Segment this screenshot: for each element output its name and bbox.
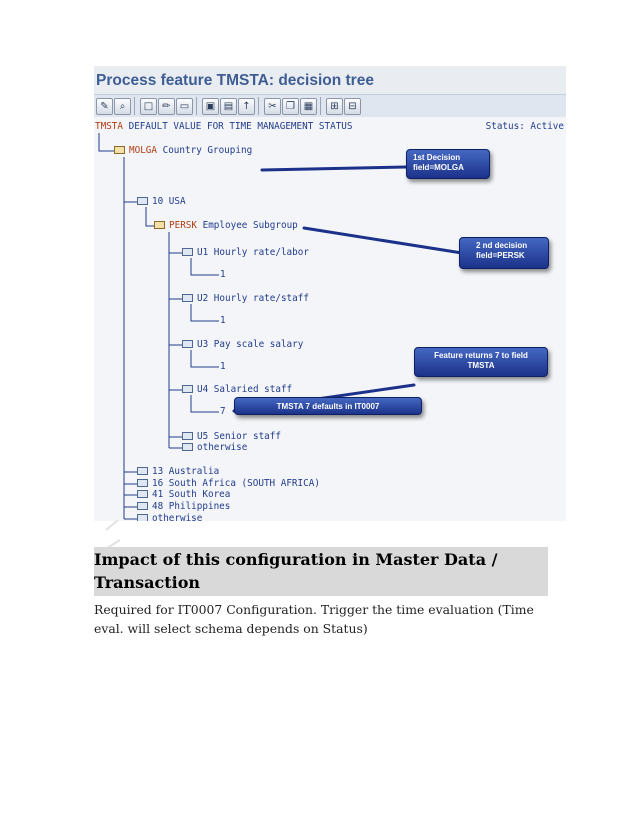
folder-icon (182, 431, 193, 440)
persk-node[interactable]: PERSK Employee Subgroup (154, 220, 298, 231)
folder-icon (137, 501, 148, 510)
u4-node[interactable]: U4 Salaried staff (182, 384, 292, 395)
folder-icon (137, 466, 148, 475)
u2-value: 1 (220, 315, 226, 326)
toolbar-separator (320, 97, 321, 115)
folder-icon (137, 489, 148, 498)
u2-label: U2 Hourly rate/staff (197, 293, 309, 304)
u1-node[interactable]: U1 Hourly rate/labor (182, 247, 309, 258)
persk-label: Employee Subgroup (202, 220, 298, 231)
section-heading: Impact of this configuration in Master D… (94, 547, 548, 596)
u5-label: U5 Senior staff (197, 431, 281, 442)
find-icon[interactable]: ⌕ (114, 98, 131, 115)
callout-feature-returns: Feature returns 7 to field TMSTA (414, 347, 548, 377)
u2-node[interactable]: U2 Hourly rate/staff (182, 293, 309, 304)
folder-icon (182, 339, 193, 348)
callout-it0007: TMSTA 7 defaults in IT0007 (234, 397, 422, 415)
screenshot-title: Process feature TMSTA: decision tree (96, 72, 374, 89)
folder-icon (137, 478, 148, 487)
folder-icon (154, 220, 165, 229)
country-node[interactable]: 13 Australia (137, 466, 219, 477)
copy-icon[interactable]: ▣ (202, 98, 219, 115)
folder-icon (137, 196, 148, 205)
root-node[interactable]: TMSTA DEFAULT VALUE FOR TIME MANAGEMENT … (95, 121, 353, 132)
status-label: Status: Active (485, 121, 564, 132)
persk-key: PERSK (169, 220, 197, 231)
toolbar: ✎ ⌕ □ ✏ ▭ ▣ ▤ ↑ ✂ ❐ ▦ ⊞ ⊟ (94, 94, 566, 118)
otherwise-inner-node[interactable]: otherwise (182, 442, 247, 453)
u1-value: 1 (220, 269, 226, 280)
collapse-icon[interactable]: ⊟ (344, 98, 361, 115)
root-key: TMSTA (95, 121, 123, 132)
delete-icon[interactable]: ▭ (176, 98, 193, 115)
usa-label: 10 USA (152, 196, 186, 207)
molga-node[interactable]: MOLGA Country Grouping (114, 145, 252, 156)
toolbar-separator (196, 97, 197, 115)
folder-icon (137, 513, 148, 521)
u1-label: U1 Hourly rate/labor (197, 247, 309, 258)
u3-label: U3 Pay scale salary (197, 339, 304, 350)
sap-screenshot: Process feature TMSTA: decision tree ✎ ⌕… (94, 66, 566, 521)
country-label: 48 Philippines (152, 501, 231, 512)
usa-node[interactable]: 10 USA (137, 196, 186, 207)
folder-icon (182, 247, 193, 256)
callout-persk: 2 nd decision field=PERSK (459, 237, 549, 269)
country-label: 41 South Korea (152, 489, 231, 500)
country-node[interactable]: otherwise (137, 513, 202, 521)
folder-icon (182, 384, 193, 393)
change-icon[interactable]: ✏ (158, 98, 175, 115)
country-node[interactable]: 41 South Korea (137, 489, 230, 500)
country-label: otherwise (152, 513, 203, 521)
display-icon[interactable]: ✎ (96, 98, 113, 115)
u4-value: 7 (220, 406, 226, 417)
callout-molga: 1st Decision field=MOLGA (406, 149, 490, 179)
molga-label: Country Grouping (162, 145, 253, 156)
u3-value: 1 (220, 361, 226, 372)
move-up-icon[interactable]: ↑ (238, 98, 255, 115)
u4-label: U4 Salaried staff (197, 384, 293, 395)
create-icon[interactable]: □ (140, 98, 157, 115)
cut-icon[interactable]: ✂ (264, 98, 281, 115)
molga-key: MOLGA (129, 145, 157, 156)
tree-lines (98, 133, 464, 520)
root-label: DEFAULT VALUE FOR TIME MANAGEMENT STATUS (128, 121, 353, 132)
copy-node-icon[interactable]: ❐ (282, 98, 299, 115)
paste-icon[interactable]: ▦ (300, 98, 317, 115)
toolbar-separator (134, 97, 135, 115)
folder-icon (182, 293, 193, 302)
decision-tree: TMSTA DEFAULT VALUE FOR TIME MANAGEMENT … (94, 117, 566, 521)
country-node[interactable]: 48 Philippines (137, 501, 230, 512)
folder-icon (114, 145, 125, 154)
expand-icon[interactable]: ⊞ (326, 98, 343, 115)
country-node[interactable]: 16 South Africa (SOUTH AFRICA) (137, 478, 320, 489)
country-label: 16 South Africa (SOUTH AFRICA) (152, 478, 320, 489)
body-paragraph: Required for IT0007 Configuration. Trigg… (94, 602, 534, 636)
info-icon[interactable]: ▤ (220, 98, 237, 115)
folder-icon (182, 442, 193, 451)
otherwise-inner-label: otherwise (197, 442, 248, 453)
u5-node[interactable]: U5 Senior staff (182, 431, 281, 442)
toolbar-separator (258, 97, 259, 115)
country-label: 13 Australia (152, 466, 220, 477)
u3-node[interactable]: U3 Pay scale salary (182, 339, 303, 350)
